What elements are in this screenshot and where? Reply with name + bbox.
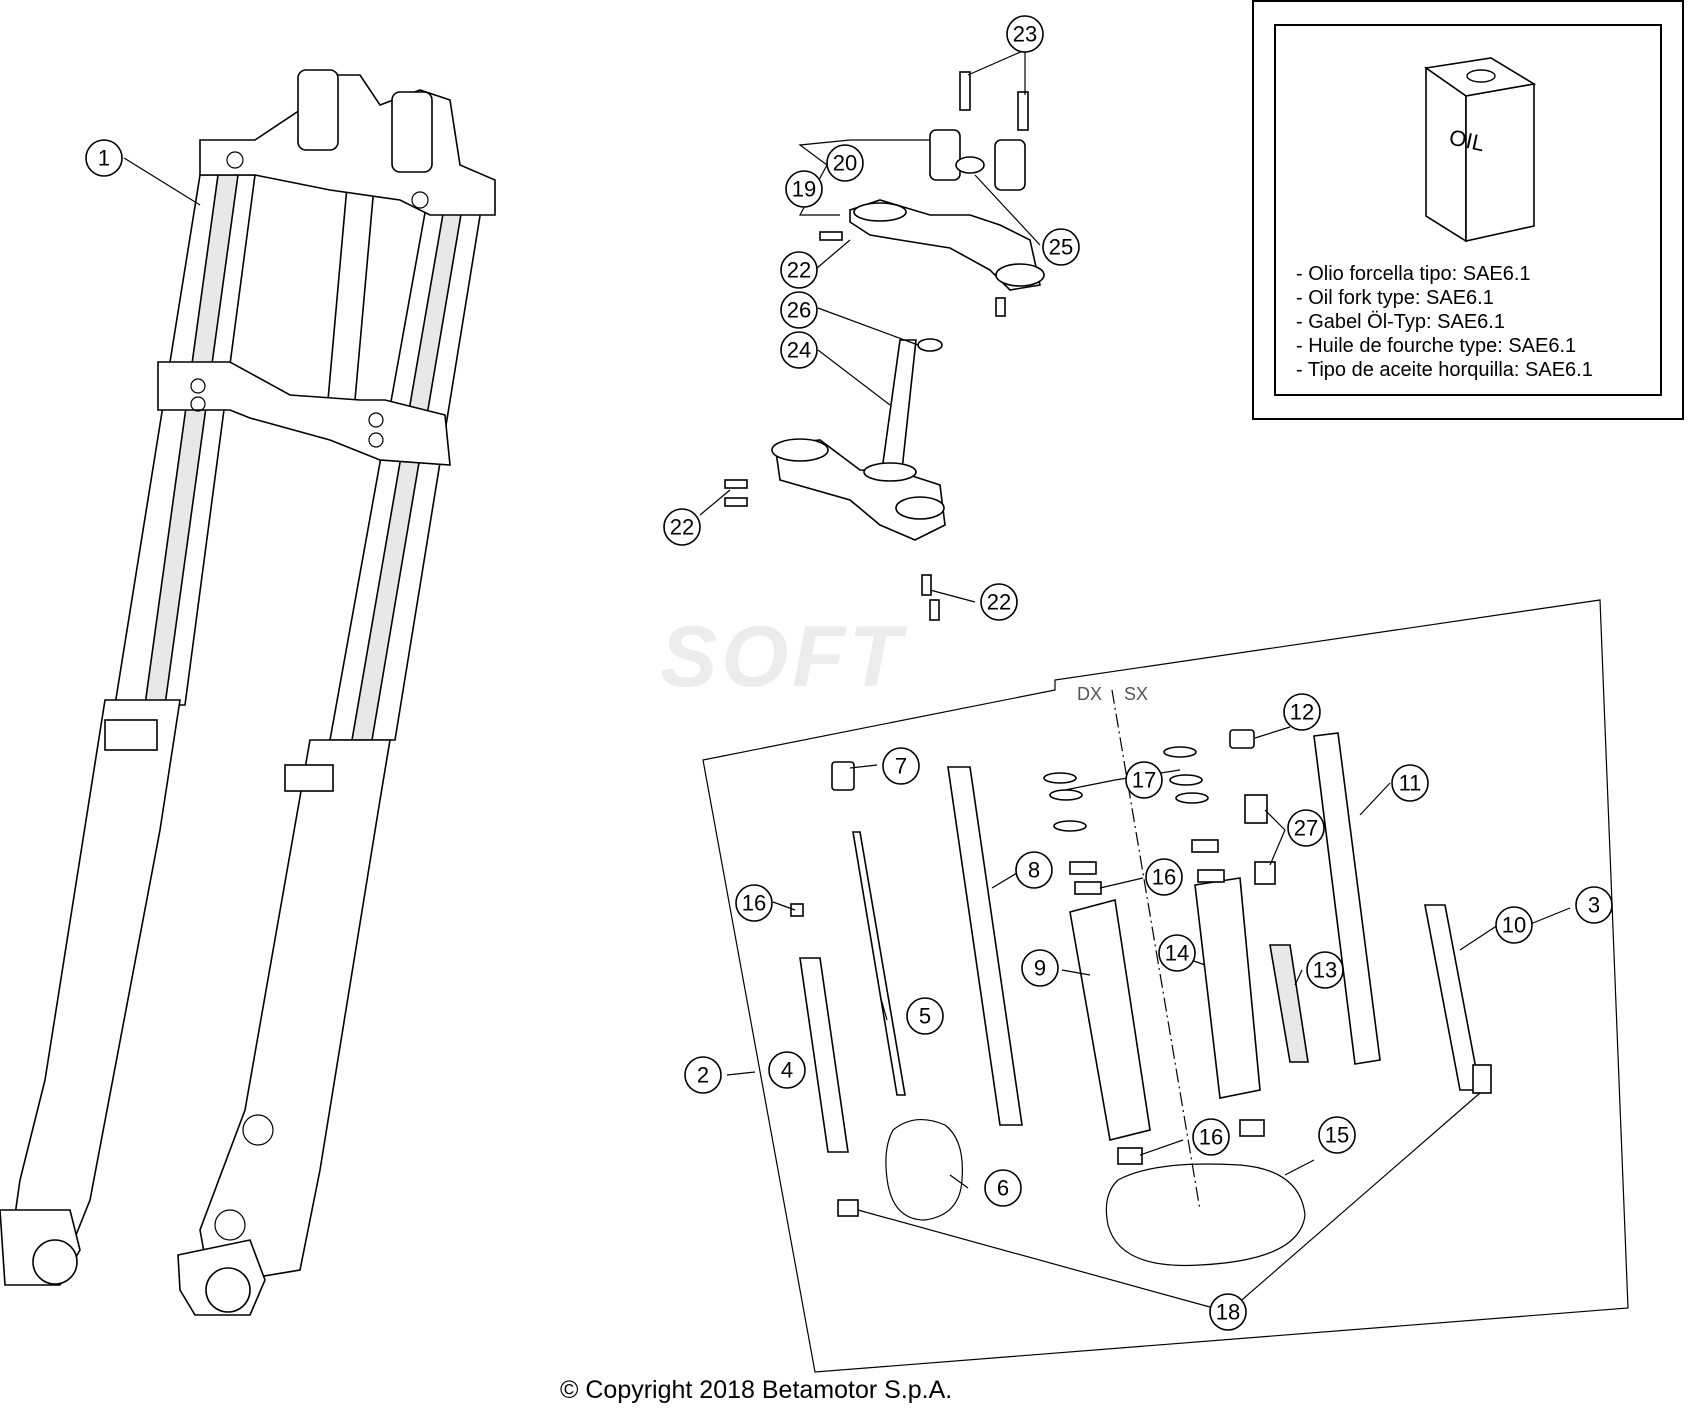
svg-text:14: 14 [1165, 941, 1189, 966]
svg-text:22: 22 [987, 590, 1011, 615]
oil-note-de: - Gabel Öl-Typ: SAE6.1 [1296, 311, 1505, 333]
svg-text:18: 18 [1216, 1300, 1240, 1325]
callout: 16 [1192, 1118, 1230, 1156]
svg-text:22: 22 [670, 515, 694, 540]
svg-text:5: 5 [919, 1004, 931, 1029]
callout: 24 [780, 331, 818, 369]
callout: 22 [980, 583, 1018, 621]
svg-text:17: 17 [1132, 768, 1156, 793]
callout: 16 [1145, 858, 1183, 896]
assembled-fork [0, 69, 496, 1316]
svg-text:11: 11 [1399, 771, 1422, 796]
callout: 18 [1209, 1293, 1247, 1331]
callout: 7 [882, 747, 920, 785]
callout: 10 [1495, 906, 1533, 944]
callout: 16 [735, 884, 773, 922]
svg-text:25: 25 [1049, 235, 1073, 260]
callout: 22 [663, 508, 701, 546]
callout: 17 [1125, 761, 1163, 799]
callout: 23 [1006, 15, 1044, 53]
callout: 6 [984, 1169, 1022, 1207]
callout: 14 [1158, 934, 1196, 972]
svg-text:16: 16 [1152, 865, 1176, 890]
triple-clamp-exploded [724, 71, 1045, 621]
svg-text:19: 19 [792, 177, 816, 202]
oil-note-fr: - Huile de fourche type: SAE6.1 [1296, 335, 1577, 357]
callout: 1 [85, 139, 123, 177]
callout: 3 [1575, 886, 1613, 924]
svg-text:12: 12 [1290, 700, 1314, 725]
svg-text:20: 20 [833, 151, 857, 176]
callout: 8 [1015, 851, 1053, 889]
callout: 22 [780, 251, 818, 289]
side-label-right: DX [1077, 684, 1103, 704]
copyright-text: © Copyright 2018 Betamotor S.p.A. [560, 1376, 953, 1404]
oil-spec-box: OIL - Olio forcella tipo: SAE6.1 - Oil f… [1252, 0, 1684, 420]
callout: 20 [826, 144, 864, 182]
svg-text:27: 27 [1294, 816, 1318, 841]
oil-note-es: - Tipo de aceite horquilla: SAE6.1 [1296, 359, 1593, 381]
svg-text:16: 16 [742, 891, 766, 916]
svg-text:15: 15 [1325, 1123, 1349, 1148]
callout: 12 [1283, 693, 1321, 731]
side-label-left: SX [1124, 684, 1149, 704]
svg-text:22: 22 [787, 258, 811, 283]
svg-text:2: 2 [697, 1063, 709, 1088]
svg-text:8: 8 [1028, 858, 1040, 883]
svg-text:3: 3 [1588, 893, 1600, 918]
callout: 15 [1318, 1116, 1356, 1154]
callout: 13 [1306, 951, 1344, 989]
svg-text:7: 7 [895, 754, 907, 779]
svg-text:26: 26 [787, 298, 811, 323]
svg-text:16: 16 [1199, 1125, 1223, 1150]
callout: 25 [1042, 228, 1080, 266]
exploded-panel [702, 599, 1629, 1373]
callout: 9 [1021, 949, 1059, 987]
oil-can-icon: OIL [1423, 57, 1537, 243]
callout: 19 [785, 170, 823, 208]
oil-spec-notes: - Olio forcella tipo: SAE6.1 - Oil fork … [1296, 262, 1593, 382]
svg-text:24: 24 [787, 338, 811, 363]
svg-text:6: 6 [997, 1176, 1009, 1201]
svg-text:9: 9 [1034, 956, 1046, 981]
callout: 11 [1391, 764, 1429, 802]
oil-spec-inner: OIL - Olio forcella tipo: SAE6.1 - Oil f… [1274, 24, 1662, 396]
svg-text:10: 10 [1502, 913, 1526, 938]
callout: 5 [906, 997, 944, 1035]
oil-note-it: - Olio forcella tipo: SAE6.1 [1296, 263, 1531, 285]
callouts: 1 2 3 4 5 6 7 8 9 10 11 12 13 14 15 16 1… [85, 15, 1613, 1331]
svg-text:23: 23 [1013, 22, 1037, 47]
svg-text:4: 4 [781, 1058, 793, 1083]
callout: 4 [768, 1051, 806, 1089]
callout: 27 [1287, 809, 1325, 847]
callout: 26 [780, 291, 818, 329]
watermark: SOFT [660, 609, 906, 705]
oil-note-en: - Oil fork type: SAE6.1 [1296, 287, 1494, 309]
callout: 2 [684, 1056, 722, 1094]
svg-text:1: 1 [98, 146, 110, 171]
svg-text:13: 13 [1313, 958, 1337, 983]
